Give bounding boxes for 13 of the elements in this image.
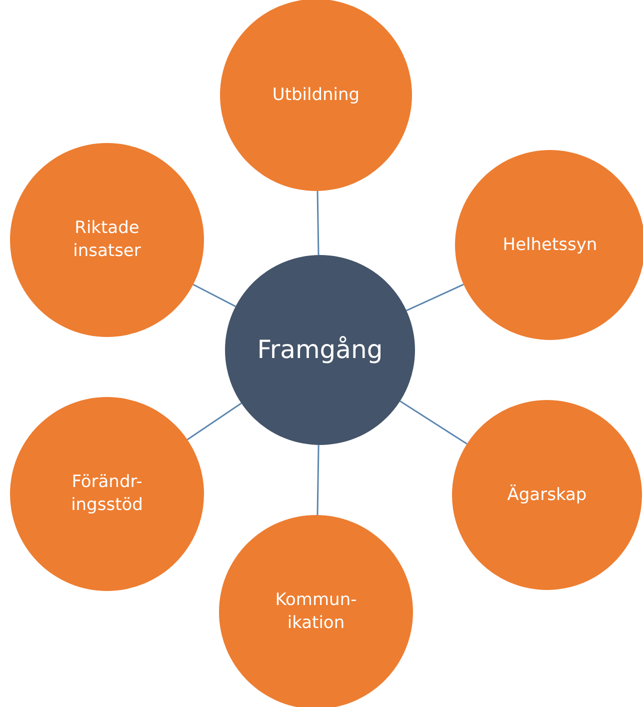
circle-label: Riktade insatser <box>72 217 142 263</box>
circle-label: Ägarskap <box>506 484 588 506</box>
connector-line <box>316 444 320 516</box>
connector-line <box>186 402 242 440</box>
connector-line <box>316 190 320 256</box>
circle-label: Framgång <box>256 334 384 366</box>
connector-line <box>192 284 236 308</box>
circle-label: Kommun- ikation <box>274 589 358 635</box>
connector-line <box>400 400 468 444</box>
connector-line <box>406 284 464 312</box>
circle-label: Förändr- ingsstöd <box>70 471 144 517</box>
circle-label: Utbildning <box>271 84 361 106</box>
circle-label: Helhetssyn <box>502 234 598 256</box>
